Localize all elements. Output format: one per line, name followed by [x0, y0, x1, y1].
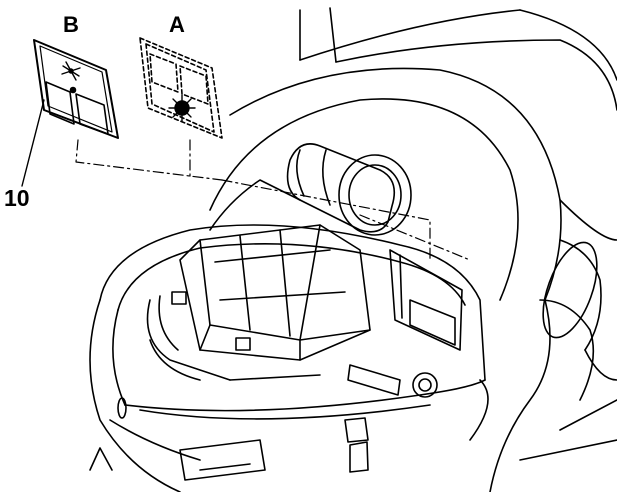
part-10-leader: [21, 99, 45, 187]
label-b: B: [63, 12, 79, 37]
label-a: A: [169, 12, 185, 37]
snowflake-icon: [61, 61, 81, 81]
winter-filter-card: [33, 39, 119, 139]
air-filter: [146, 224, 371, 381]
summer-filter-card: [139, 37, 223, 139]
filter-compartment: [89, 179, 486, 493]
label-part-10: 10: [4, 185, 30, 211]
sun-icon: [168, 94, 196, 122]
assembly-lines: [75, 139, 471, 261]
engine-housing: [209, 7, 617, 493]
carburetor-intake-knob: [286, 143, 412, 236]
